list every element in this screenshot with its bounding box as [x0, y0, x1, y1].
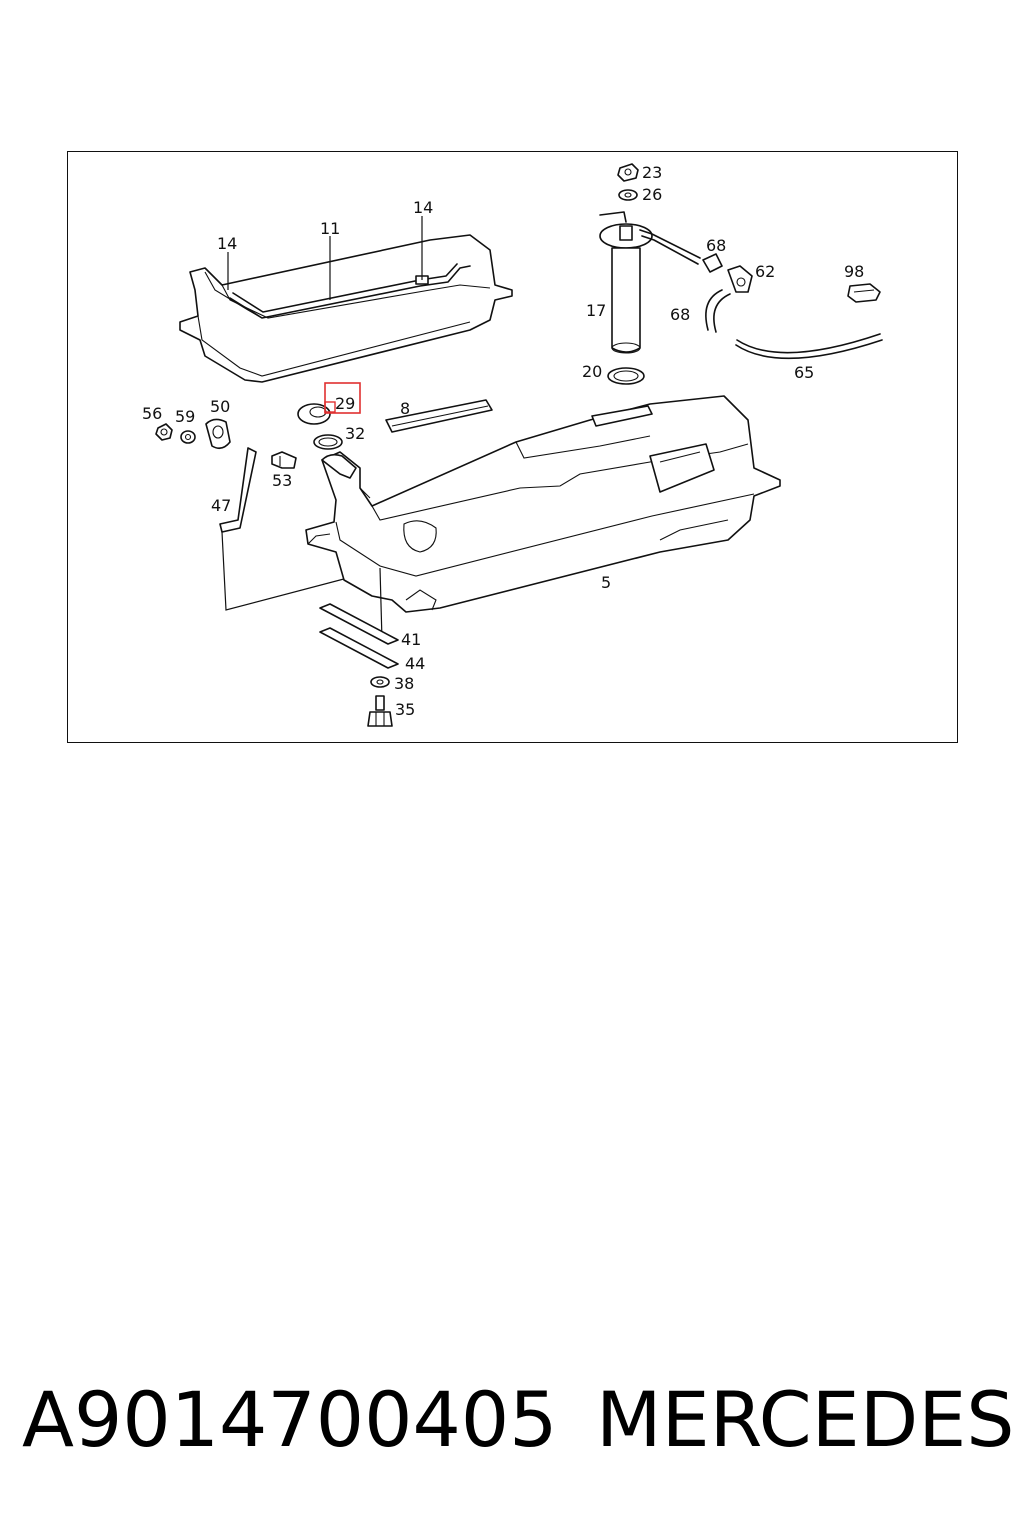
callout-35: 35: [395, 700, 415, 719]
callout-5: 5: [601, 573, 611, 592]
fuel-tank: [305, 395, 781, 641]
callout-98: 98: [844, 262, 864, 281]
brand-name: MERCEDES: [596, 1375, 1015, 1464]
callout-leaders: [227, 216, 423, 300]
callout-17: 17: [586, 301, 606, 320]
tank-straps-and-bolt: [319, 603, 399, 727]
callout-labels: 23 26 14 11 14 68 62 98 17 68 20 65 56 5…: [142, 163, 864, 719]
mounting-hardware: [155, 418, 379, 611]
highlight-box-29: [324, 382, 361, 414]
callout-32: 32: [345, 424, 365, 443]
callout-38: 38: [394, 674, 414, 693]
highlight-marker-29: [324, 401, 336, 413]
callout-47: 47: [211, 496, 231, 515]
callout-14-right: 14: [413, 198, 433, 217]
fuel-sender-unit: [599, 163, 701, 385]
callout-68-upper: 68: [706, 236, 726, 255]
callout-44: 44: [405, 654, 425, 673]
callout-50: 50: [210, 397, 230, 416]
upper-tank-shell: [179, 234, 513, 383]
callout-41: 41: [401, 630, 421, 649]
callout-53: 53: [272, 471, 292, 490]
callout-56: 56: [142, 404, 162, 423]
hoses-and-valve: [702, 253, 883, 360]
callout-26: 26: [642, 185, 662, 204]
callout-14-left: 14: [217, 234, 237, 253]
callout-11: 11: [320, 219, 340, 238]
callout-29: 29: [335, 394, 355, 413]
callout-59: 59: [175, 407, 195, 426]
callout-65: 65: [794, 363, 814, 382]
footer: A9014700405 MERCEDES: [0, 1372, 1024, 1472]
callout-68-lower: 68: [670, 305, 690, 324]
callout-62: 62: [755, 262, 775, 281]
callout-8: 8: [400, 399, 410, 418]
part-number: A9014700405: [22, 1375, 558, 1464]
filler-seals: [297, 399, 493, 450]
callout-23: 23: [642, 163, 662, 182]
callout-20: 20: [582, 362, 602, 381]
